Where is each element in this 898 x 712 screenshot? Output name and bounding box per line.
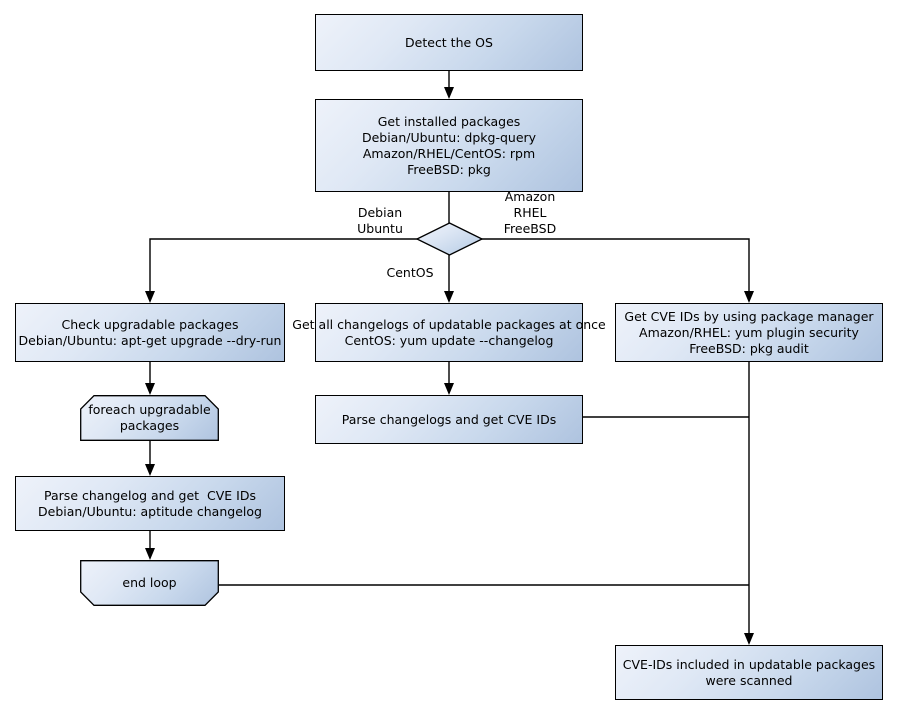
node-scanned-result-text: CVE-IDs included in updatable packages w… [623, 657, 875, 689]
node-get-cve-ids-line3: FreeBSD: pkg audit [689, 340, 809, 356]
node-parse-changelog-single[interactable]: Parse changelog and get CVE IDs Debian/U… [15, 476, 285, 531]
node-scanned-result[interactable]: CVE-IDs included in updatable packages w… [615, 645, 883, 700]
node-check-upgradable-packages[interactable]: Check upgradable packages Debian/Ubuntu:… [15, 303, 285, 362]
arrowhead-scanned-result [744, 633, 754, 645]
node-check-upgradable-text: Check upgradable packages Debian/Ubuntu:… [19, 317, 282, 349]
node-get-installed-line2: Debian/Ubuntu: dpkg-query [361, 129, 537, 145]
arrowhead-parse-changelogs-multi [444, 383, 454, 395]
node-foreach-loop-start[interactable]: foreach upgradable packages [80, 395, 219, 441]
node-end-loop[interactable]: end loop [80, 560, 219, 606]
node-get-cve-ids-line2: Amazon/RHEL: yum plugin security [639, 324, 859, 340]
decision-diamond-shape [416, 222, 483, 256]
node-get-installed-line1: Get installed packages [377, 113, 521, 129]
node-scanned-result-line1: CVE-IDs included in updatable packages [622, 656, 876, 672]
arrowhead-end-loop [145, 548, 155, 560]
node-parse-changelogs-multi[interactable]: Parse changelogs and get CVE IDs [315, 395, 583, 444]
node-parse-changelog-single-text: Parse changelog and get CVE IDs Debian/U… [38, 488, 262, 520]
node-get-cve-ids-text: Get CVE IDs by using package manager Ama… [624, 309, 873, 357]
node-parse-changelog-single-line1: Parse changelog and get CVE IDs [44, 487, 256, 503]
node-get-all-changelogs-line2: CentOS: yum update --changelog [344, 332, 554, 348]
node-parse-changelog-single-line2: Debian/Ubuntu: aptitude changelog [38, 503, 262, 519]
node-detect-os-label: Detect the OS [405, 34, 493, 50]
node-foreach-loop-text: foreach upgradable packages [80, 395, 219, 441]
edge-decision-left [149, 238, 419, 295]
arrowhead-get-cve-pm [744, 291, 754, 303]
node-get-all-changelogs-text: Get all changelogs of updatable packages… [292, 317, 605, 349]
node-foreach-line2: upgradable packages [119, 402, 211, 433]
node-check-upgradable-line1: Check upgradable packages [61, 316, 239, 332]
node-get-cve-ids-package-manager[interactable]: Get CVE IDs by using package manager Ama… [615, 303, 883, 362]
arrowhead-installed [444, 87, 454, 99]
edge-label-branch-left: Debian Ubuntu [357, 205, 403, 236]
node-scanned-result-line2: were scanned [705, 672, 793, 688]
edge-label-branch-right: Amazon RHEL FreeBSD [503, 189, 557, 236]
node-check-upgradable-line2: Debian/Ubuntu: apt-get upgrade --dry-run [18, 332, 282, 348]
arrowhead-get-all-changelogs [444, 291, 454, 303]
node-end-loop-text: end loop [80, 560, 219, 606]
node-detect-os[interactable]: Detect the OS [315, 14, 583, 71]
arrowhead-parse-changelog [145, 464, 155, 476]
edge-label-branch-down: CentOS [386, 265, 434, 280]
node-end-loop-label: end loop [122, 575, 177, 590]
node-get-all-changelogs-line1: Get all changelogs of updatable packages… [292, 316, 606, 332]
node-foreach-line1: foreach [88, 402, 136, 417]
node-get-installed-packages[interactable]: Get installed packages Debian/Ubuntu: dp… [315, 99, 583, 192]
arrowhead-check-upgradable [145, 291, 155, 303]
node-get-installed-line4: FreeBSD: pkg [407, 161, 491, 177]
node-get-all-changelogs[interactable]: Get all changelogs of updatable packages… [292, 303, 606, 362]
node-get-cve-ids-line1: Get CVE IDs by using package manager [624, 308, 874, 324]
arrowhead-foreach [145, 383, 155, 395]
edge-decision-right [479, 238, 750, 295]
node-get-installed-line3: Amazon/RHEL/CentOS: rpm [362, 145, 536, 161]
node-get-installed-packages-text: Get installed packages Debian/Ubuntu: dp… [362, 114, 536, 178]
node-os-decision[interactable] [416, 222, 483, 256]
node-parse-changelogs-multi-label: Parse changelogs and get CVE IDs [341, 411, 557, 427]
